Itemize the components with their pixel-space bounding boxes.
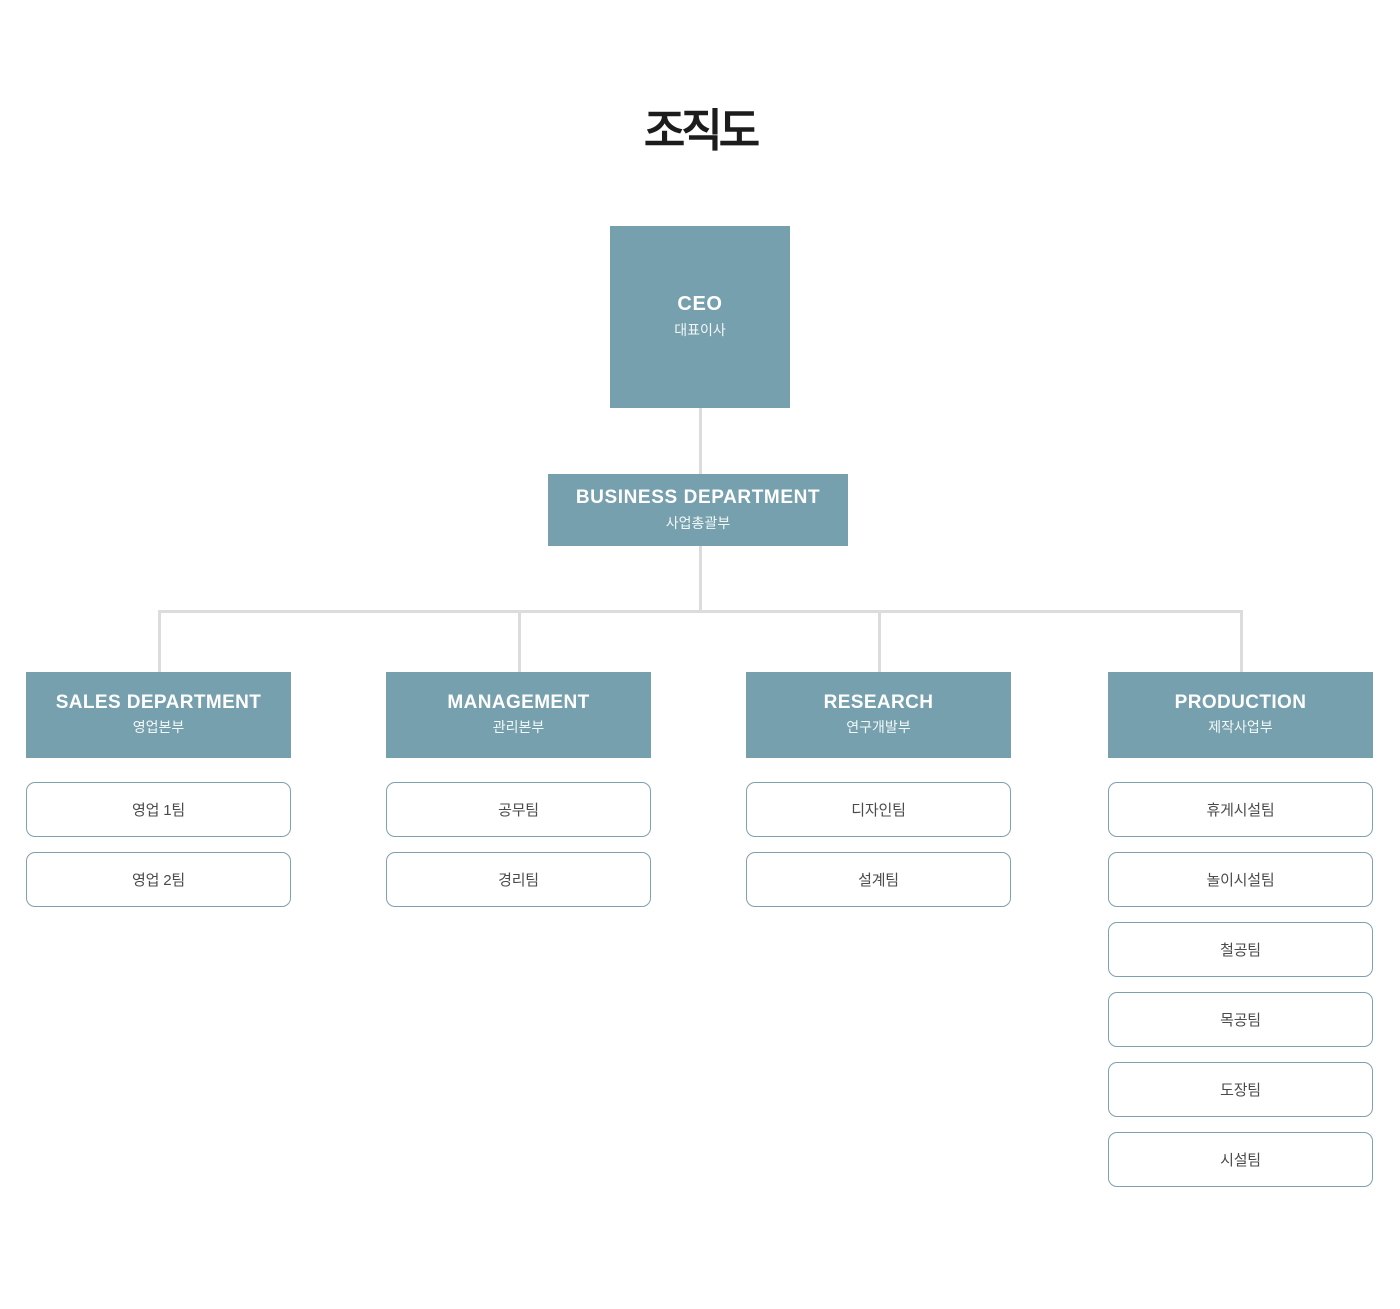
node-business-department[interactable]: BUSINESS DEPARTMENT 사업총괄부 — [548, 474, 848, 546]
department-production-title-ko: 제작사업부 — [1208, 718, 1273, 735]
team-list-research: 디자인팀 설계팀 — [746, 782, 1011, 907]
department-sales-title-ko: 영업본부 — [132, 718, 185, 735]
team-box[interactable]: 경리팀 — [386, 852, 651, 907]
connector-business-to-bus — [698, 540, 702, 612]
connector-drop-production — [1240, 610, 1243, 674]
team-list-sales: 영업 1팀 영업 2팀 — [26, 782, 291, 907]
team-box[interactable]: 도장팀 — [1108, 1062, 1373, 1117]
department-column-research: RESEARCH 연구개발부 디자인팀 설계팀 — [746, 672, 1011, 907]
node-department-research[interactable]: RESEARCH 연구개발부 — [746, 672, 1011, 758]
department-column-sales: SALES DEPARTMENT 영업본부 영업 1팀 영업 2팀 — [26, 672, 291, 907]
department-column-production: PRODUCTION 제작사업부 휴게시설팀 놀이시설팀 철공팀 목공팀 도장팀… — [1108, 672, 1373, 1187]
team-list-production: 휴게시설팀 놀이시설팀 철공팀 목공팀 도장팀 시설팀 — [1108, 782, 1373, 1187]
team-box[interactable]: 공무팀 — [386, 782, 651, 837]
department-management-title-en: MANAGEMENT — [447, 691, 590, 713]
department-production-title-en: PRODUCTION — [1174, 691, 1307, 713]
node-business-title-ko: 사업총괄부 — [665, 514, 731, 531]
node-department-production[interactable]: PRODUCTION 제작사업부 — [1108, 672, 1373, 758]
team-box[interactable]: 설계팀 — [746, 852, 1011, 907]
team-box[interactable]: 철공팀 — [1108, 922, 1373, 977]
department-research-title-en: RESEARCH — [823, 691, 934, 713]
connector-drop-research — [878, 610, 881, 674]
team-box[interactable]: 영업 1팀 — [26, 782, 291, 837]
node-department-management[interactable]: MANAGEMENT 관리본부 — [386, 672, 651, 758]
connector-drop-sales — [158, 610, 161, 674]
team-box[interactable]: 시설팀 — [1108, 1132, 1373, 1187]
department-sales-title-en: SALES DEPARTMENT — [55, 691, 262, 713]
node-ceo-title-ko: 대표이사 — [674, 322, 726, 339]
node-business-title-en: BUSINESS DEPARTMENT — [575, 486, 821, 508]
department-management-title-ko: 관리본부 — [492, 718, 545, 735]
connector-drop-management — [518, 610, 521, 674]
team-box[interactable]: 목공팀 — [1108, 992, 1373, 1047]
node-ceo[interactable]: CEO 대표이사 — [610, 226, 790, 408]
node-ceo-title-en: CEO — [677, 293, 723, 316]
team-box[interactable]: 디자인팀 — [746, 782, 1011, 837]
team-box[interactable]: 놀이시설팀 — [1108, 852, 1373, 907]
department-research-title-ko: 연구개발부 — [846, 718, 911, 735]
team-box[interactable]: 휴게시설팀 — [1108, 782, 1373, 837]
page-title: 조직도 — [643, 104, 760, 157]
connector-horizontal-bus — [158, 610, 1243, 613]
node-department-sales[interactable]: SALES DEPARTMENT 영업본부 — [26, 672, 291, 758]
team-list-management: 공무팀 경리팀 — [386, 782, 651, 907]
team-box[interactable]: 영업 2팀 — [26, 852, 291, 907]
department-column-management: MANAGEMENT 관리본부 공무팀 경리팀 — [386, 672, 651, 907]
